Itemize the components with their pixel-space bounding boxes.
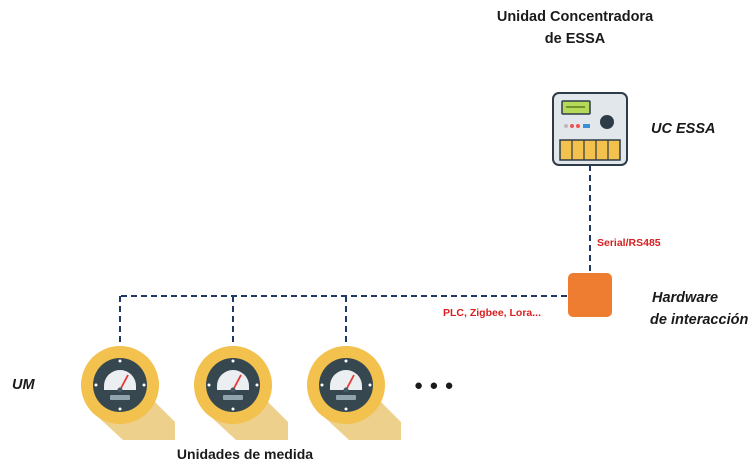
hardware-label-line2: de interacción <box>650 312 749 328</box>
hardware-label: Hardware de interacción <box>650 287 748 331</box>
hardware-label-line1: Hardware <box>652 290 719 306</box>
meter-3-icon <box>307 346 401 440</box>
meters-caption: Unidades de medida <box>176 446 314 462</box>
concentrator-device-icon <box>552 92 628 166</box>
concentrator-title: Unidad Concentradora de ESSA <box>470 6 680 50</box>
hardware-interaction-box <box>568 273 612 317</box>
more-meters-ellipsis: ● ● ● <box>414 377 455 394</box>
meter-2-icon <box>194 346 288 440</box>
concentrator-title-line2: de ESSA <box>544 31 606 47</box>
um-label: UM <box>12 377 35 393</box>
uc-essa-label: UC ESSA <box>651 121 716 137</box>
serial-protocol-label: Serial/RS485 <box>597 237 661 249</box>
concentrator-title-line1: Unidad Concentradora <box>496 9 654 25</box>
meter-1-icon <box>81 346 175 440</box>
wireless-protocol-label: PLC, Zigbee, Lora... <box>443 307 542 319</box>
